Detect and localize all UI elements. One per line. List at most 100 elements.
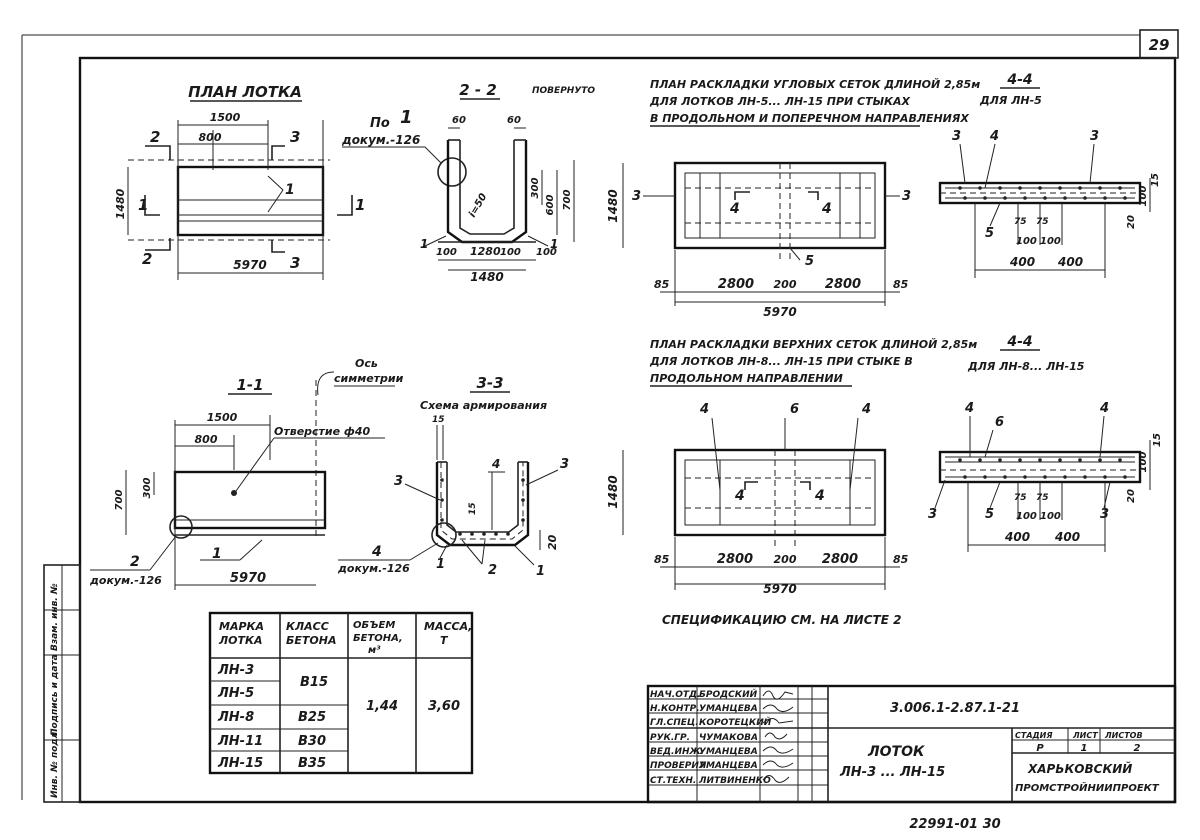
tb-signatures [762, 690, 794, 783]
sec11-hole: Отверстие ф40 [274, 425, 370, 438]
corner-d2800b: 2800 [825, 277, 861, 292]
sec22-d60a: 60 [452, 115, 466, 126]
sec33-m4: 4 [491, 457, 500, 471]
title-block: НАЧ.ОТД. Н.КОНТР. ГЛ.СПЕЦ. РУК.ГР. ВЕД.И… [646, 684, 1177, 804]
corner-m3b: 3 [902, 189, 911, 204]
sec22-c1b: 1 [550, 237, 558, 251]
sec44b-d400a: 400 [1004, 530, 1030, 544]
sec44a-m5: 5 [985, 226, 994, 241]
sec22-ref-doc: докум.-126 [341, 133, 420, 147]
sec44b-m4b: 4 [1099, 401, 1109, 416]
sec44b-m5: 5 [985, 507, 994, 522]
plan-sec-3-bot: 3 [290, 254, 300, 272]
plan-sec-1-left: 1 [138, 196, 148, 214]
table-hdr-mark-2: ЛОТКА [218, 634, 263, 647]
top-d1480: 1480 [606, 475, 620, 508]
corner-d200: 200 [774, 278, 797, 291]
sec22-d300: 300 [530, 178, 541, 199]
tb-code: 3.006.1-2.87.1-21 [890, 701, 1020, 716]
corner-title-3: В ПРОДОЛЬНОМ И ПОПЕРЕЧНОМ НАПРАВЛЕНИЯХ [650, 112, 969, 125]
sec44a-title: 4-4 [1006, 72, 1032, 88]
tb-name-3: ЧУМАКОВА [699, 733, 758, 743]
sec33-title: 3-3 [476, 374, 503, 392]
plan-dim-800: 800 [199, 131, 222, 144]
tb-role-0: НАЧ.ОТД. [650, 690, 700, 700]
tb-role-3: РУК.ГР. [650, 733, 690, 743]
section-3-3: 3-3 Схема армирования 15 4 3 3 15 4 доку… [337, 374, 569, 579]
sec33-ref-doc: докум.-126 [337, 562, 410, 575]
sec22-ref-label: По [370, 116, 390, 131]
section-4-4-ln5: 4-4 ДЛЯ ЛН-5 3 4 3 5 15 100 20 [938, 72, 1161, 278]
sec22-d600: 600 [545, 195, 556, 216]
tb-org-line-2: ПРОМСТРОЙНИИПРОЕКТ [1015, 781, 1160, 794]
corner-d1480: 1480 [606, 189, 620, 222]
sec11-d700: 700 [114, 490, 125, 511]
corner-d5970: 5970 [763, 305, 796, 319]
table-hdr-vol-1: ОБЪЕМ [353, 620, 395, 631]
sec44a-d75b: 75 [1036, 217, 1049, 227]
plan-sec-2-top: 2 [150, 128, 160, 146]
table-class-b30: В30 [298, 734, 326, 749]
tb-doc-line-2: ЛН-3 ... ЛН-15 [839, 765, 945, 780]
sec22-d1280: 1280 [470, 245, 501, 258]
table-mass: 3,60 [428, 699, 460, 714]
table-class-b25: В25 [298, 710, 326, 725]
sec11-d300: 300 [142, 478, 153, 499]
sec11-d1500: 1500 [207, 411, 238, 424]
sec33-d15b: 15 [468, 502, 478, 515]
sec44a-m4: 4 [989, 129, 999, 144]
bottom-code: 22991-01 30 [909, 817, 1000, 832]
plan-sec-3-top: 3 [290, 128, 300, 146]
corner-d85a: 85 [654, 278, 670, 291]
plan-dim-1500: 1500 [210, 111, 241, 124]
top-d85b: 85 [893, 553, 909, 566]
sec33-d15a: 15 [432, 415, 445, 425]
sec33-m3b: 3 [560, 457, 569, 472]
top-m4d: 4 [814, 488, 825, 504]
top-title-1: ПЛАН РАСКЛАДКИ ВЕРХНИХ СЕТОК ДЛИНОЙ 2,85… [650, 338, 977, 351]
sec11-d800: 800 [195, 433, 218, 446]
top-d2800a: 2800 [717, 552, 753, 567]
left-strip: Инв. № подл. Подпись и дата Взам. инв. № [43, 564, 81, 803]
tb-stage: Р [1036, 743, 1044, 754]
sec44b-sub: ДЛЯ ЛН-8... ЛН-15 [967, 360, 1085, 373]
tb-sheet: 1 [1081, 743, 1088, 754]
sec44b-m6: 6 [995, 415, 1004, 430]
top-d2800b: 2800 [822, 552, 858, 567]
corner-m5: 5 [805, 254, 814, 269]
corner-title-1: ПЛАН РАСКЛАДКИ УГЛОВЫХ СЕТОК ДЛИНОЙ 2,85… [650, 78, 980, 91]
sec44b-d15: 15 [1152, 433, 1163, 447]
strip-inv-label: Инв. № подл. [50, 728, 60, 798]
sec22-ref-num: 1 [400, 107, 413, 128]
section-2-2: 2 - 2 ПОВЕРНУТО По 1 докум.-126 60 60 30… [341, 81, 595, 284]
spec-note: СПЕЦИФИКАЦИЮ СМ. НА ЛИСТЕ 2 [662, 613, 901, 627]
sec44b-bar-dots [958, 458, 1127, 479]
sec44b-m4a: 4 [964, 401, 974, 416]
top-m6: 6 [790, 402, 799, 417]
table-class-b35: В35 [298, 756, 326, 771]
sec44a-d75a: 75 [1014, 217, 1027, 227]
corner-m4b: 4 [821, 201, 832, 217]
table-hdr-class-1: КЛАСС [286, 620, 329, 633]
table-mark-4: ЛН-15 [217, 756, 263, 771]
table-mark-3: ЛН-11 [217, 734, 263, 749]
sec33-m3a: 3 [394, 474, 403, 489]
tb-role-4: ВЕД.ИНЖ. [650, 747, 704, 757]
sec11-axis-1: Ось [355, 357, 378, 370]
table-mark-0: ЛН-3 [217, 663, 254, 678]
table-mark-2: ЛН-8 [217, 710, 254, 725]
sec44a-d15: 15 [1150, 173, 1161, 187]
table-hdr-class-2: БЕТОНА [286, 634, 336, 647]
top-d200: 200 [774, 553, 797, 566]
sec22-d100c: 100 [536, 247, 557, 258]
sec44a-d100b: 100 [1040, 236, 1061, 247]
top-d85a: 85 [654, 553, 670, 566]
section-1-1: 1-1 Ось симметрии 1500 800 Отверстие ф40… [89, 357, 404, 590]
sec44a-d400b: 400 [1057, 255, 1083, 269]
sec22-d1480: 1480 [470, 270, 503, 284]
table-hdr-mark-1: МАРКА [219, 620, 264, 633]
concrete-table: МАРКА ЛОТКА КЛАСС БЕТОНА ОБЪЕМ БЕТОНА, м… [208, 611, 474, 775]
sec33-bar-dots [440, 478, 525, 536]
sec33-c4: 4 [371, 544, 382, 560]
